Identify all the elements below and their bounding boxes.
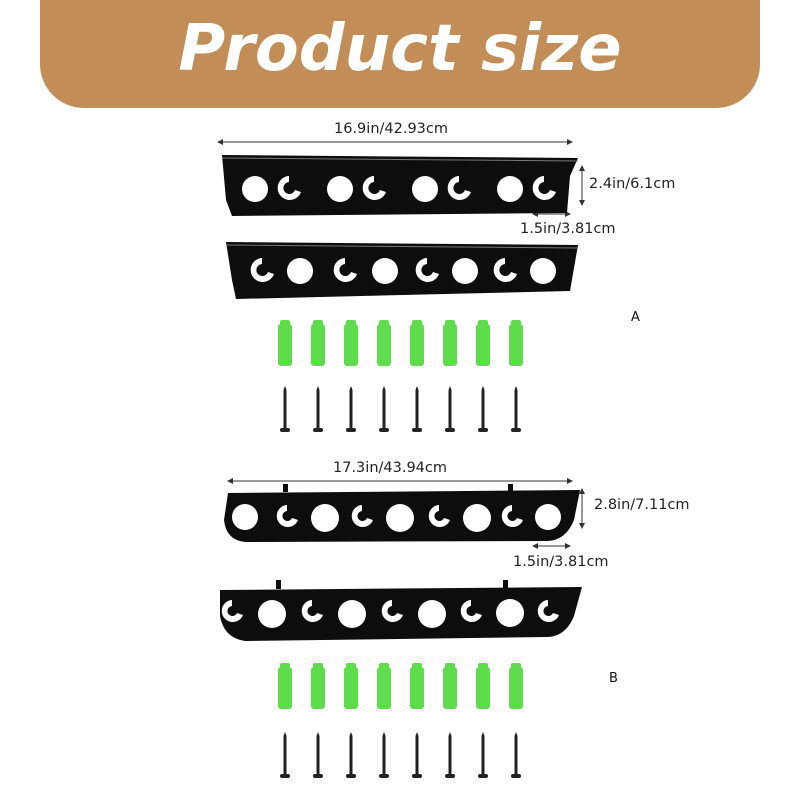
set-b-height-label: 2.8in/7.11cm — [594, 497, 690, 513]
screws-b — [280, 732, 521, 778]
rack-b-top — [224, 484, 580, 542]
wall-anchors-a — [278, 320, 523, 366]
set-a-marker: A — [631, 310, 640, 325]
set-a-height-label: 2.4in/6.1cm — [589, 176, 676, 192]
set-b-length-label: 17.3in/43.94cm — [333, 460, 447, 476]
header-banner: Product size — [40, 0, 760, 108]
wall-anchors-b — [278, 663, 523, 709]
set-a-slot-label: 1.5in/3.81cm — [520, 221, 616, 237]
rack-a-top — [221, 155, 579, 216]
set-b-slot-label: 1.5in/3.81cm — [513, 554, 609, 570]
set-a-length-label: 16.9in/42.93cm — [334, 121, 448, 137]
rack-a-bottom — [225, 242, 579, 299]
rack-b-bottom — [220, 580, 582, 641]
page-title: Product size — [178, 12, 622, 86]
set-b-marker: B — [609, 671, 618, 686]
screws-a — [280, 386, 521, 432]
